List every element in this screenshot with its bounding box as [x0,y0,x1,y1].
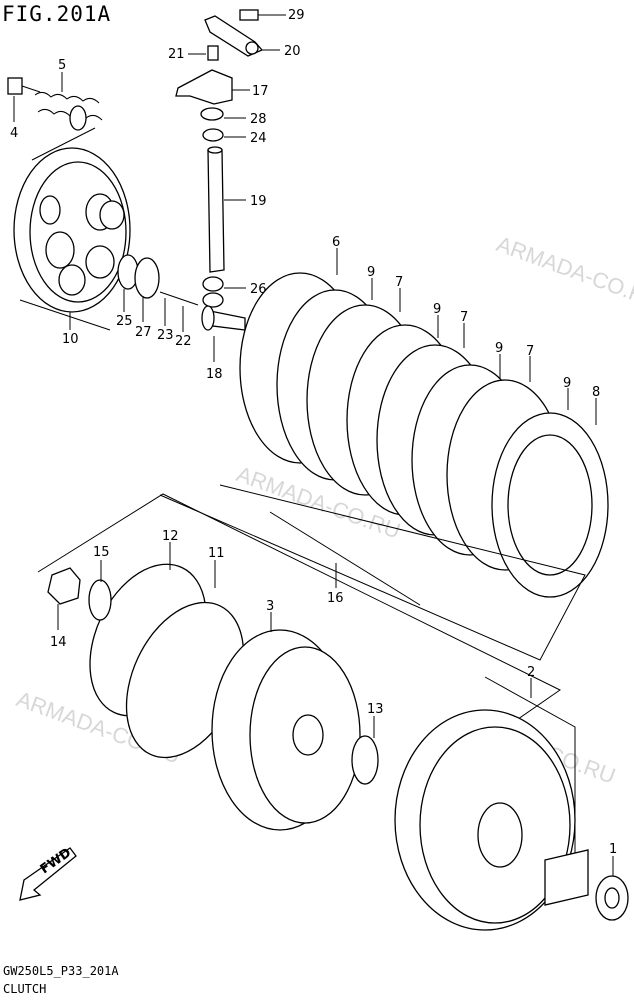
callout-1: 1 [609,842,617,857]
callout-11: 11 [208,546,225,561]
callout-9-a: 9 [367,265,375,280]
callout-23: 23 [157,328,174,343]
callout-18: 18 [206,367,223,382]
thrust-washer-13 [351,735,379,785]
callout-8: 8 [592,385,600,400]
callout-29: 29 [288,8,305,23]
callout-21: 21 [168,47,185,62]
callout-28: 28 [250,112,267,127]
callout-9-b: 9 [433,302,441,317]
push-piece [201,305,246,331]
callout-7-c: 7 [526,344,534,359]
oil-seal [200,107,224,142]
callout-7-b: 7 [460,310,468,325]
callout-19: 19 [250,194,267,209]
clutch-plate-stack [239,272,609,598]
release-bearing [202,276,224,308]
callout-27: 27 [135,325,152,340]
leader-lines [13,14,614,876]
callout-24: 24 [250,131,267,146]
callout-14: 14 [50,635,67,650]
callout-6: 6 [332,235,340,250]
washer-1 [595,875,629,921]
release-plate [175,69,233,105]
lock-washer [88,579,112,621]
push-rod-frame [159,484,586,661]
watermark-right: ARMADA-CO.RU [493,231,634,313]
callout-17: 17 [252,84,269,99]
callout-20: 20 [284,44,301,59]
drawing-code: GW250L5_P33_201A [3,964,119,978]
spacer [544,849,589,906]
release-camshaft [207,146,225,273]
release-arm [204,15,264,57]
callout-16: 16 [327,591,344,606]
callout-9-c: 9 [495,341,503,356]
callout-13: 13 [367,702,384,717]
callout-25: 25 [116,314,133,329]
thrust-washer [117,254,199,306]
caption: CLUTCH [3,982,47,996]
callout-7-a: 7 [395,275,403,290]
sleeve-hub [211,629,361,831]
release-arm-bolt [239,9,284,21]
clutch-spring [34,91,103,131]
callout-2: 2 [527,665,535,680]
callout-12: 12 [162,529,179,544]
callout-15: 15 [93,545,110,560]
callout-4: 4 [10,126,18,141]
spring-bolt [7,77,41,95]
nut [47,567,81,605]
callout-3: 3 [266,599,274,614]
arm-pin [207,45,219,61]
callout-22: 22 [175,334,192,349]
primary-driven-gear [394,709,576,931]
figure-title: FIG.201A [2,2,112,26]
fwd-arrow-icon: FWD [19,845,77,901]
pressure-plate [13,127,131,331]
callout-9-d: 9 [563,376,571,391]
callout-5: 5 [58,58,66,73]
callout-10: 10 [62,332,79,347]
callout-26: 26 [250,282,267,297]
